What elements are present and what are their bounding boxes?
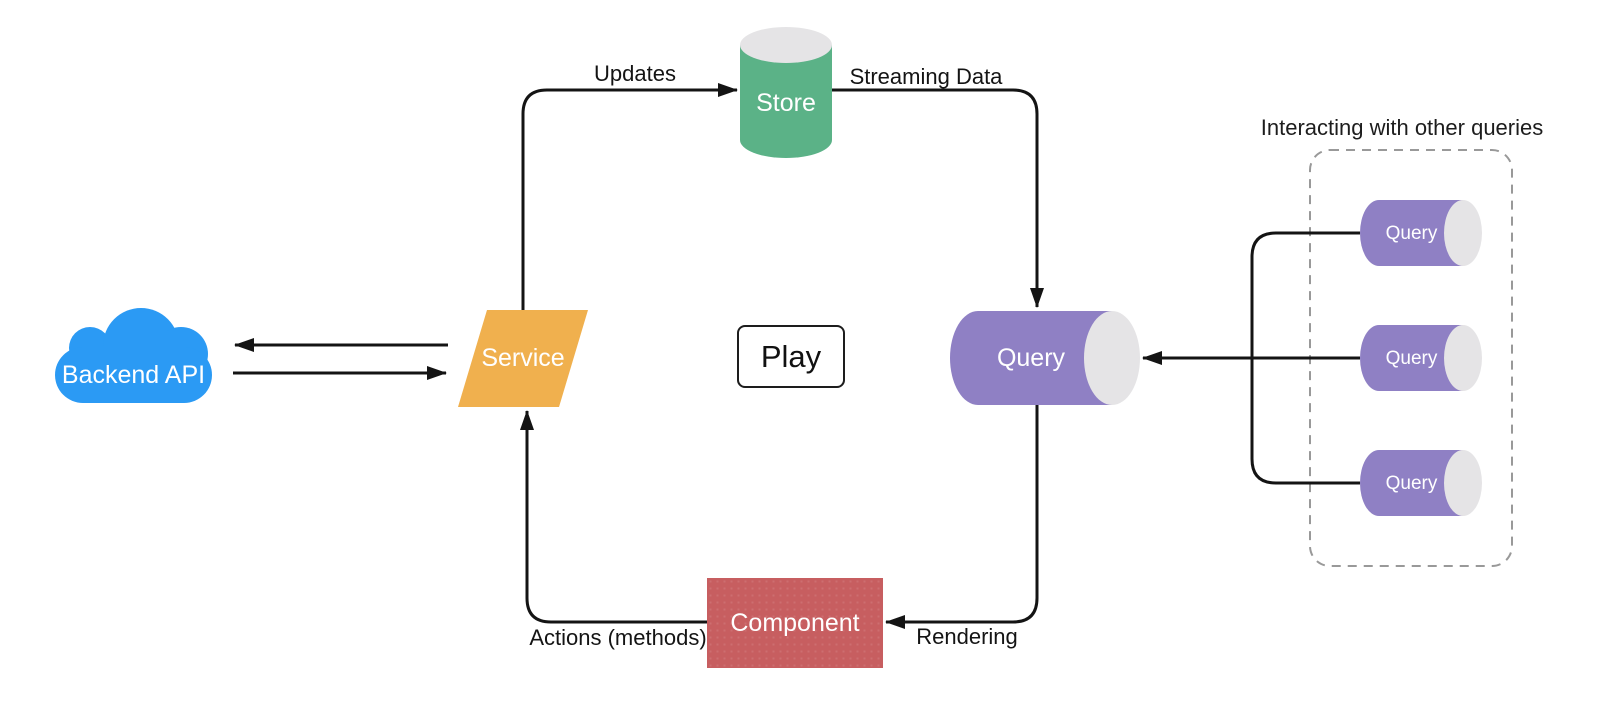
edge-label-updates: Updates (594, 61, 676, 86)
node-store: Store (740, 27, 832, 158)
other-query-3-cap (1444, 450, 1482, 516)
query-cylinder-cap (1084, 311, 1140, 405)
node-backend-api: Backend API (55, 308, 212, 403)
other-queries-title: Interacting with other queries (1260, 115, 1544, 140)
store-cylinder-body (740, 45, 832, 158)
node-query: Query (950, 311, 1140, 405)
node-component: Component (707, 578, 883, 668)
query-label: Query (996, 343, 1066, 372)
play-button[interactable]: Play (737, 325, 845, 388)
other-query-2-cap (1444, 325, 1482, 391)
other-query-1-cap (1444, 200, 1482, 266)
component-label: Component (730, 608, 860, 637)
other-query-2-label: Query (1385, 347, 1438, 369)
backend-api-label: Backend API (61, 361, 206, 389)
store-cylinder-cap (740, 27, 832, 63)
edge-label-actions-methods: Actions (methods) (529, 625, 707, 650)
other-query-1-label: Query (1385, 222, 1438, 244)
edge-streaming-data (832, 88, 1044, 308)
edge-actions-methods (520, 410, 707, 624)
store-label: Store (756, 88, 816, 117)
node-other-query-3: Query (1360, 450, 1482, 516)
cloud-icon (55, 308, 212, 403)
edge-updates (521, 83, 738, 310)
service-label: Service (481, 344, 565, 372)
edge-label-streaming-data: Streaming Data (849, 64, 1003, 89)
node-other-query-1: Query (1360, 200, 1482, 266)
edge-rendering (885, 405, 1039, 629)
other-query-3-label: Query (1385, 472, 1438, 494)
play-button-label: Play (760, 339, 822, 374)
edge-label-rendering: Rendering (916, 624, 1018, 649)
node-other-query-2: Query (1360, 325, 1482, 391)
